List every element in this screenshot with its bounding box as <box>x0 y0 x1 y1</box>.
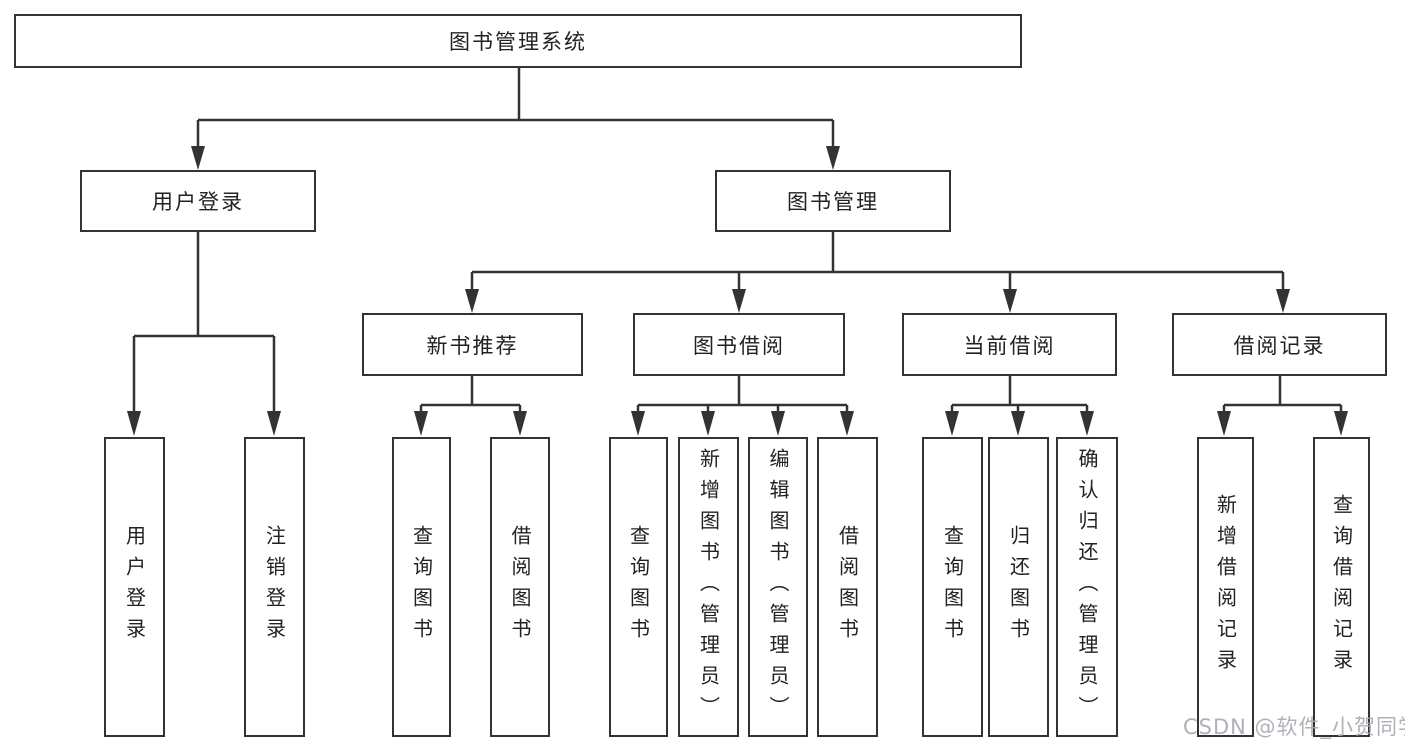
connector-userlogin-to-leaves <box>132 232 276 414</box>
leaf-borrow-books-recommend-label: 借阅图书 <box>508 525 532 649</box>
connector-current-to-leaves <box>950 376 1089 414</box>
leaf-add-borrow-record: 新增借阅记录 <box>1197 437 1254 737</box>
arrowheads <box>127 146 1348 436</box>
leaf-add-borrow-record-label: 新增借阅记录 <box>1213 494 1238 680</box>
csdn-watermark: CSDN @软件_小贺同学 <box>1183 715 1405 739</box>
node-new-book-recommend: 新书推荐 <box>362 313 583 376</box>
leaf-edit-book-admin-label: 编辑图书（管理员） <box>766 447 790 727</box>
leaf-add-book-admin-label: 新增图书（管理员） <box>696 447 721 727</box>
node-root-library-system: 图书管理系统 <box>14 14 1022 68</box>
leaf-logout-login: 注销登录 <box>244 437 305 737</box>
node-current-borrow: 当前借阅 <box>902 313 1117 376</box>
leaf-query-books-recommend: 查询图书 <box>392 437 451 737</box>
leaf-borrow-books-recommend: 借阅图书 <box>490 437 550 737</box>
node-book-management: 图书管理 <box>715 170 951 232</box>
leaf-query-books-current-label: 查询图书 <box>940 525 965 649</box>
connector-rec-to-leaves <box>419 376 522 414</box>
node-user-login: 用户登录 <box>80 170 316 232</box>
leaf-borrow-books: 借阅图书 <box>817 437 878 737</box>
leaf-logout-login-label: 注销登录 <box>262 525 287 649</box>
leaf-edit-book-admin: 编辑图书（管理员） <box>748 437 808 737</box>
node-book-borrow: 图书借阅 <box>633 313 845 376</box>
connector-borrow-to-leaves <box>636 376 849 414</box>
connector-bookmgmt-to-level3 <box>470 232 1285 292</box>
leaf-return-books-label: 归还图书 <box>1006 525 1031 649</box>
leaf-add-book-admin: 新增图书（管理员） <box>678 437 739 737</box>
leaf-borrow-books-label: 借阅图书 <box>835 525 860 649</box>
leaf-query-borrow-record-label: 查询借阅记录 <box>1329 494 1354 680</box>
leaf-user-login: 用户登录 <box>104 437 165 737</box>
leaf-query-books-recommend-label: 查询图书 <box>409 525 434 649</box>
leaf-query-books-borrow: 查询图书 <box>609 437 668 737</box>
leaf-confirm-return-admin-label: 确认归还（管理员） <box>1075 447 1099 727</box>
connector-root-to-level2 <box>196 68 835 150</box>
leaf-query-books-current: 查询图书 <box>922 437 983 737</box>
leaf-query-borrow-record: 查询借阅记录 <box>1313 437 1370 737</box>
leaf-query-books-borrow-label: 查询图书 <box>626 525 651 649</box>
leaf-confirm-return-admin: 确认归还（管理员） <box>1056 437 1118 737</box>
node-borrow-records: 借阅记录 <box>1172 313 1387 376</box>
leaf-user-login-label: 用户登录 <box>122 525 147 649</box>
leaf-return-books: 归还图书 <box>988 437 1049 737</box>
connector-records-to-leaves <box>1222 376 1343 414</box>
